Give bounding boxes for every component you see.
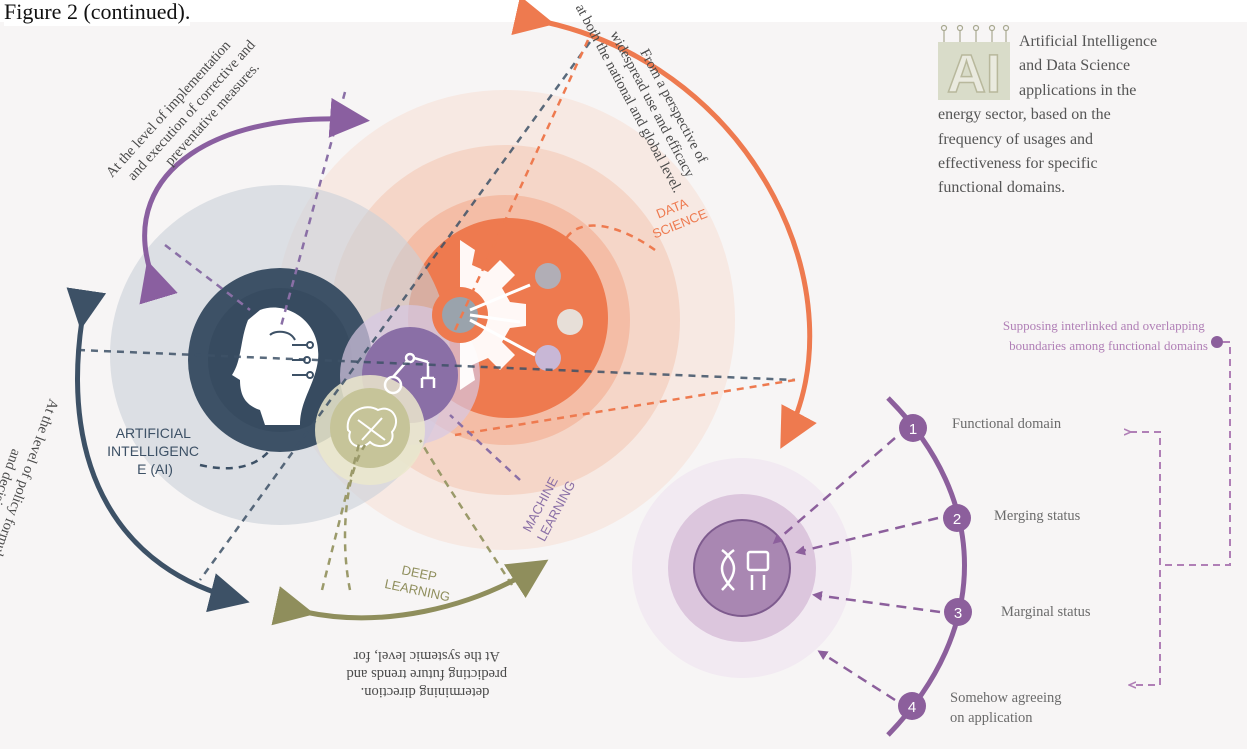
legend-item-1: 1 Functional domain	[899, 414, 1062, 442]
overlap-circle	[632, 458, 852, 678]
robot-arm-icon	[383, 352, 436, 395]
ai-circuit-logo-icon: AI	[938, 24, 1010, 105]
svg-text:3: 3	[954, 605, 962, 622]
svg-text:Merging status: Merging status	[994, 508, 1081, 524]
legend-note-dot	[1211, 336, 1223, 348]
description-text: Artificial Intelligence and Data Science…	[938, 33, 1161, 196]
legend-bracket	[1130, 432, 1161, 685]
svg-text:4: 4	[908, 699, 916, 716]
implementation-level-arc	[139, 97, 370, 305]
legend-bracket-connector	[1160, 341, 1231, 566]
dna-screen-icon	[720, 549, 770, 591]
legend-arc	[886, 396, 967, 737]
widespread-level-arc	[511, 0, 817, 449]
ai-label: ARTIFICIAL INTELLIGENC E (AI)	[107, 425, 203, 477]
svg-text:AI: AI	[947, 44, 1001, 104]
policy-level-arc	[66, 287, 250, 613]
legend-item-2: 2 Merging status	[943, 504, 1081, 532]
systemic-level-text: At the systemic level, for predicting fu…	[343, 648, 507, 700]
svg-text:2: 2	[953, 511, 961, 528]
svg-text:Somehow agreeing on appl: Somehow agreeing on application	[950, 690, 1065, 726]
svg-text:Functional domain: Functional domain	[952, 416, 1062, 432]
systemic-level-arc	[271, 559, 549, 626]
svg-text:1: 1	[909, 421, 917, 438]
legend-note: Supposing interlinked and overlapping bo…	[1003, 318, 1208, 353]
svg-text:Marginal status: Marginal status	[1001, 604, 1091, 620]
legend-connectors	[772, 437, 941, 702]
legend-item-3: 3 Marginal status	[944, 598, 1091, 626]
legend-item-4: 4 Somehow agreeing on application	[898, 690, 1065, 726]
figure-caption: Figure 2 (continued).	[4, 0, 191, 26]
